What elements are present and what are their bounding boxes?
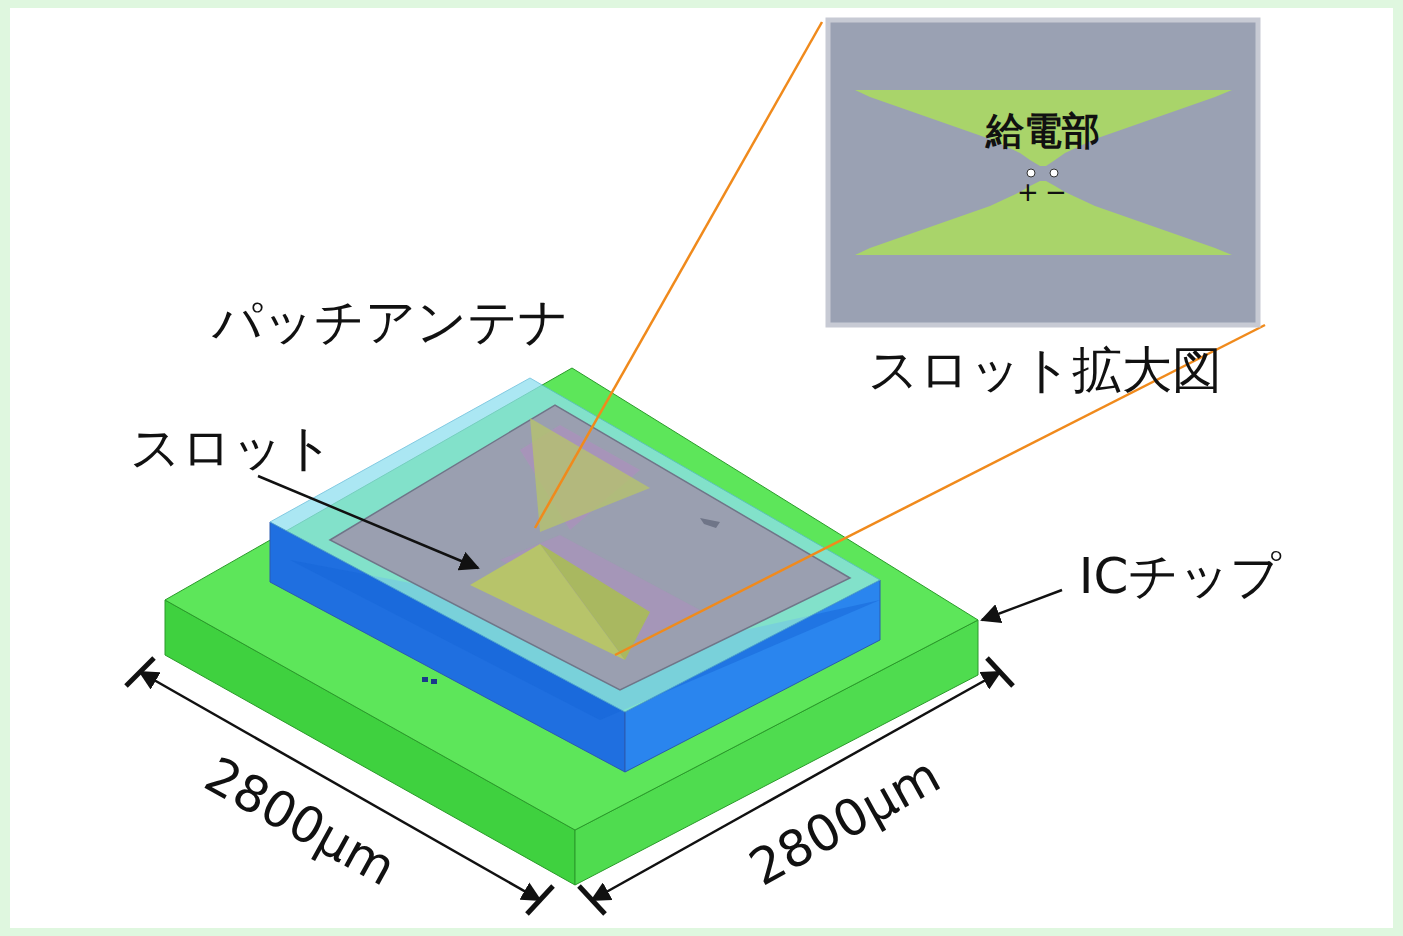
pin-name: + [1017, 178, 1039, 207]
pointer-arrow [258, 476, 478, 568]
slot-inset [828, 20, 1258, 325]
zoom-line [535, 22, 822, 528]
inset-box: 給電部+−スロット拡大図 [828, 20, 1258, 325]
inset-caption: スロット拡大図 [868, 343, 1222, 398]
part-name: パッチアンテナ [212, 295, 569, 350]
page-ground [10, 8, 1393, 928]
part-name: ICチップ [1079, 549, 1282, 604]
patch-antenna [330, 405, 850, 690]
dimension-line [126, 658, 1013, 914]
antenna-substrate [270, 378, 880, 772]
part-name: スロット [130, 421, 334, 476]
feed-label: 給電部 [986, 111, 1100, 153]
pin-name: − [1045, 178, 1067, 207]
pointer-arrow [982, 590, 1062, 620]
zoom-line [615, 325, 1265, 655]
